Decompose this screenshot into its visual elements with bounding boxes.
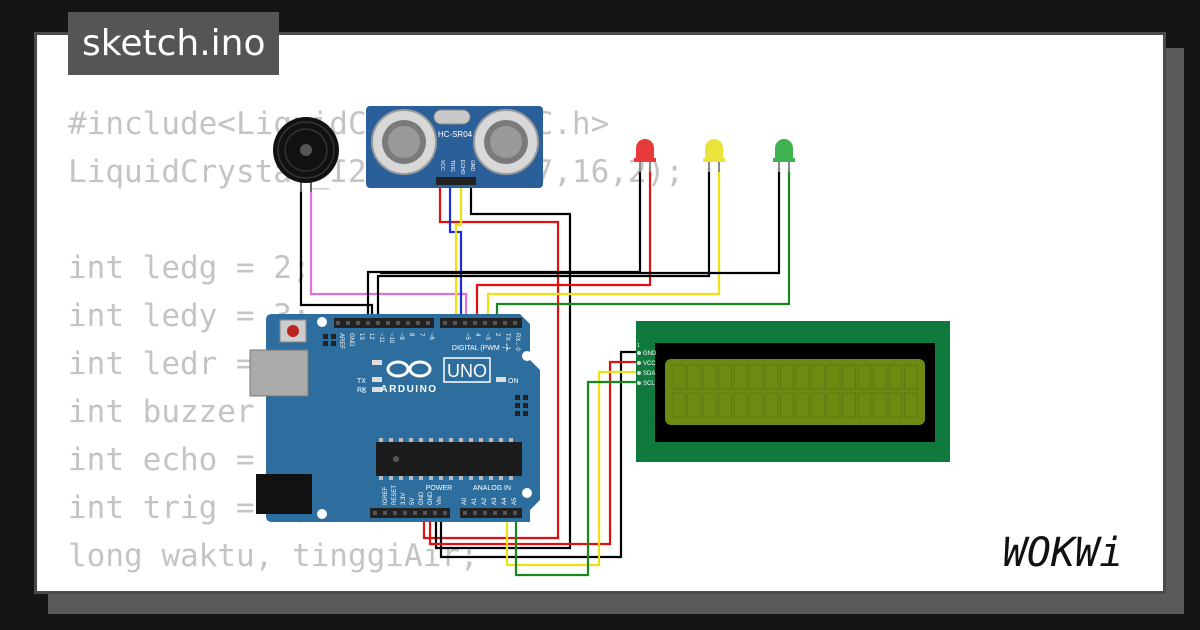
buzzer[interactable] (273, 117, 339, 192)
code-line: int ledg = 2; (68, 250, 311, 286)
bottom-pin-label: A5 (512, 497, 518, 505)
led-yellow-body (705, 139, 723, 160)
l-label: L (362, 388, 366, 395)
bottom-pin-label: 5V (410, 498, 416, 505)
wire-led-green-gnd[interactable] (380, 168, 781, 275)
wire-led-red-gnd[interactable] (366, 168, 642, 324)
top-pin-label: ~5 (464, 333, 470, 341)
lcd-display[interactable]: 1 GND VCC SDA SCL (636, 321, 950, 462)
sketch-tab[interactable]: sketch.ino (68, 12, 280, 75)
lcd-pin-labels: GND VCC SDA SCL (637, 351, 657, 387)
bottom-pin-label: A4 (502, 497, 508, 505)
wire-lcd-sda[interactable] (505, 370, 637, 567)
top-pin-label: ~3 (484, 333, 490, 341)
lcd-pin-label: SDA (643, 371, 655, 377)
top-pin-label: GND (348, 333, 354, 347)
top-pin-label: 8 (408, 333, 414, 337)
lcd-pin-label: SCL (643, 381, 655, 387)
microcontroller-chip (376, 442, 522, 476)
bottom-pin-label: A1 (472, 497, 478, 505)
top-pin-label: ~10 (388, 333, 394, 344)
top-pin-label: 12 (368, 333, 374, 340)
top-pin-label: 4 (474, 333, 480, 337)
bottom-pin-label: RESET (392, 485, 398, 505)
bottom-pin-label: 3.3V (401, 493, 407, 505)
wire-lcd-vcc[interactable] (428, 360, 637, 546)
top-pin-label: ~9 (398, 333, 404, 341)
power-label: POWER (426, 485, 452, 492)
wire-buzzer-signal[interactable] (309, 190, 468, 324)
led-green[interactable] (773, 139, 795, 172)
ultrasonic-sensor[interactable]: HC-SR04 VCC TRIG ECHO GND (366, 106, 543, 188)
top-pin-label: 7 (418, 333, 424, 337)
bottom-pin-label: Vin (437, 496, 443, 505)
sensor-pin-labels: VCC TRIG ECHO GND (439, 160, 475, 175)
header-digital-left (334, 318, 434, 328)
rx-label: RX (357, 387, 367, 394)
wire-lcd-scl[interactable] (514, 380, 637, 577)
lcd-pin1-label: 1 (637, 343, 640, 349)
sensor-pin-label: ECHO (459, 160, 465, 175)
top-pin-label: 2 (494, 333, 500, 337)
analog-label: ANALOG IN (473, 485, 511, 492)
sensor-pin-label: VCC (439, 160, 445, 171)
wire-led-red-signal[interactable] (475, 168, 652, 324)
wire-sensor-vcc[interactable] (422, 185, 560, 540)
wire-led-yellow-gnd[interactable] (376, 168, 711, 324)
wokwi-logo: WOKWi (1003, 530, 1123, 576)
bottom-pin-label: A3 (492, 497, 498, 505)
reset-button-cap (287, 325, 299, 337)
bottom-pin-label: GND (428, 491, 434, 505)
tx-label: TX (357, 378, 366, 385)
wires (299, 168, 791, 577)
top-pin-label: ~6 (428, 333, 434, 341)
led-green-body (775, 139, 793, 160)
power-jack (256, 474, 312, 514)
led-red[interactable] (634, 139, 656, 172)
arduino-logo-icon (386, 360, 432, 378)
on-label: ON (508, 378, 519, 385)
lcd-pin-label: GND (643, 351, 657, 357)
wire-sensor-gnd[interactable] (434, 185, 572, 550)
usb-port (249, 349, 309, 397)
wire-led-green-signal[interactable] (495, 168, 791, 324)
wire-led-yellow-signal[interactable] (486, 168, 721, 324)
arduino-brand: ARDUINO (380, 384, 437, 395)
top-pin-label: ~11 (378, 333, 384, 343)
top-pin-label: TX→1 (504, 333, 510, 351)
top-pin-label: RX←0 (514, 333, 520, 351)
arduino-model: UNO (447, 361, 487, 381)
digital-label: DIGITAL (PWM ~) (452, 345, 508, 352)
header-analog (460, 508, 522, 518)
sensor-pin-label: TRIG (449, 160, 455, 172)
wire-sensor-echo[interactable] (454, 185, 463, 324)
bottom-pin-label: GND (419, 491, 425, 505)
sensor-pin-label: GND (469, 160, 475, 172)
led-yellow[interactable] (703, 139, 725, 172)
top-pin-label: AREF (338, 333, 344, 349)
led-red-body (636, 139, 654, 160)
lcd-pin-label: VCC (643, 361, 656, 367)
sensor-label: HC-SR04 (438, 130, 473, 139)
bottom-pin-label: A0 (462, 497, 468, 505)
bottom-pin-label: IOREF (383, 486, 389, 505)
bottom-pin-label: A2 (482, 497, 488, 505)
header-digital-right (440, 318, 522, 328)
top-pin-label: 13 (358, 333, 364, 340)
header-power (370, 508, 450, 518)
